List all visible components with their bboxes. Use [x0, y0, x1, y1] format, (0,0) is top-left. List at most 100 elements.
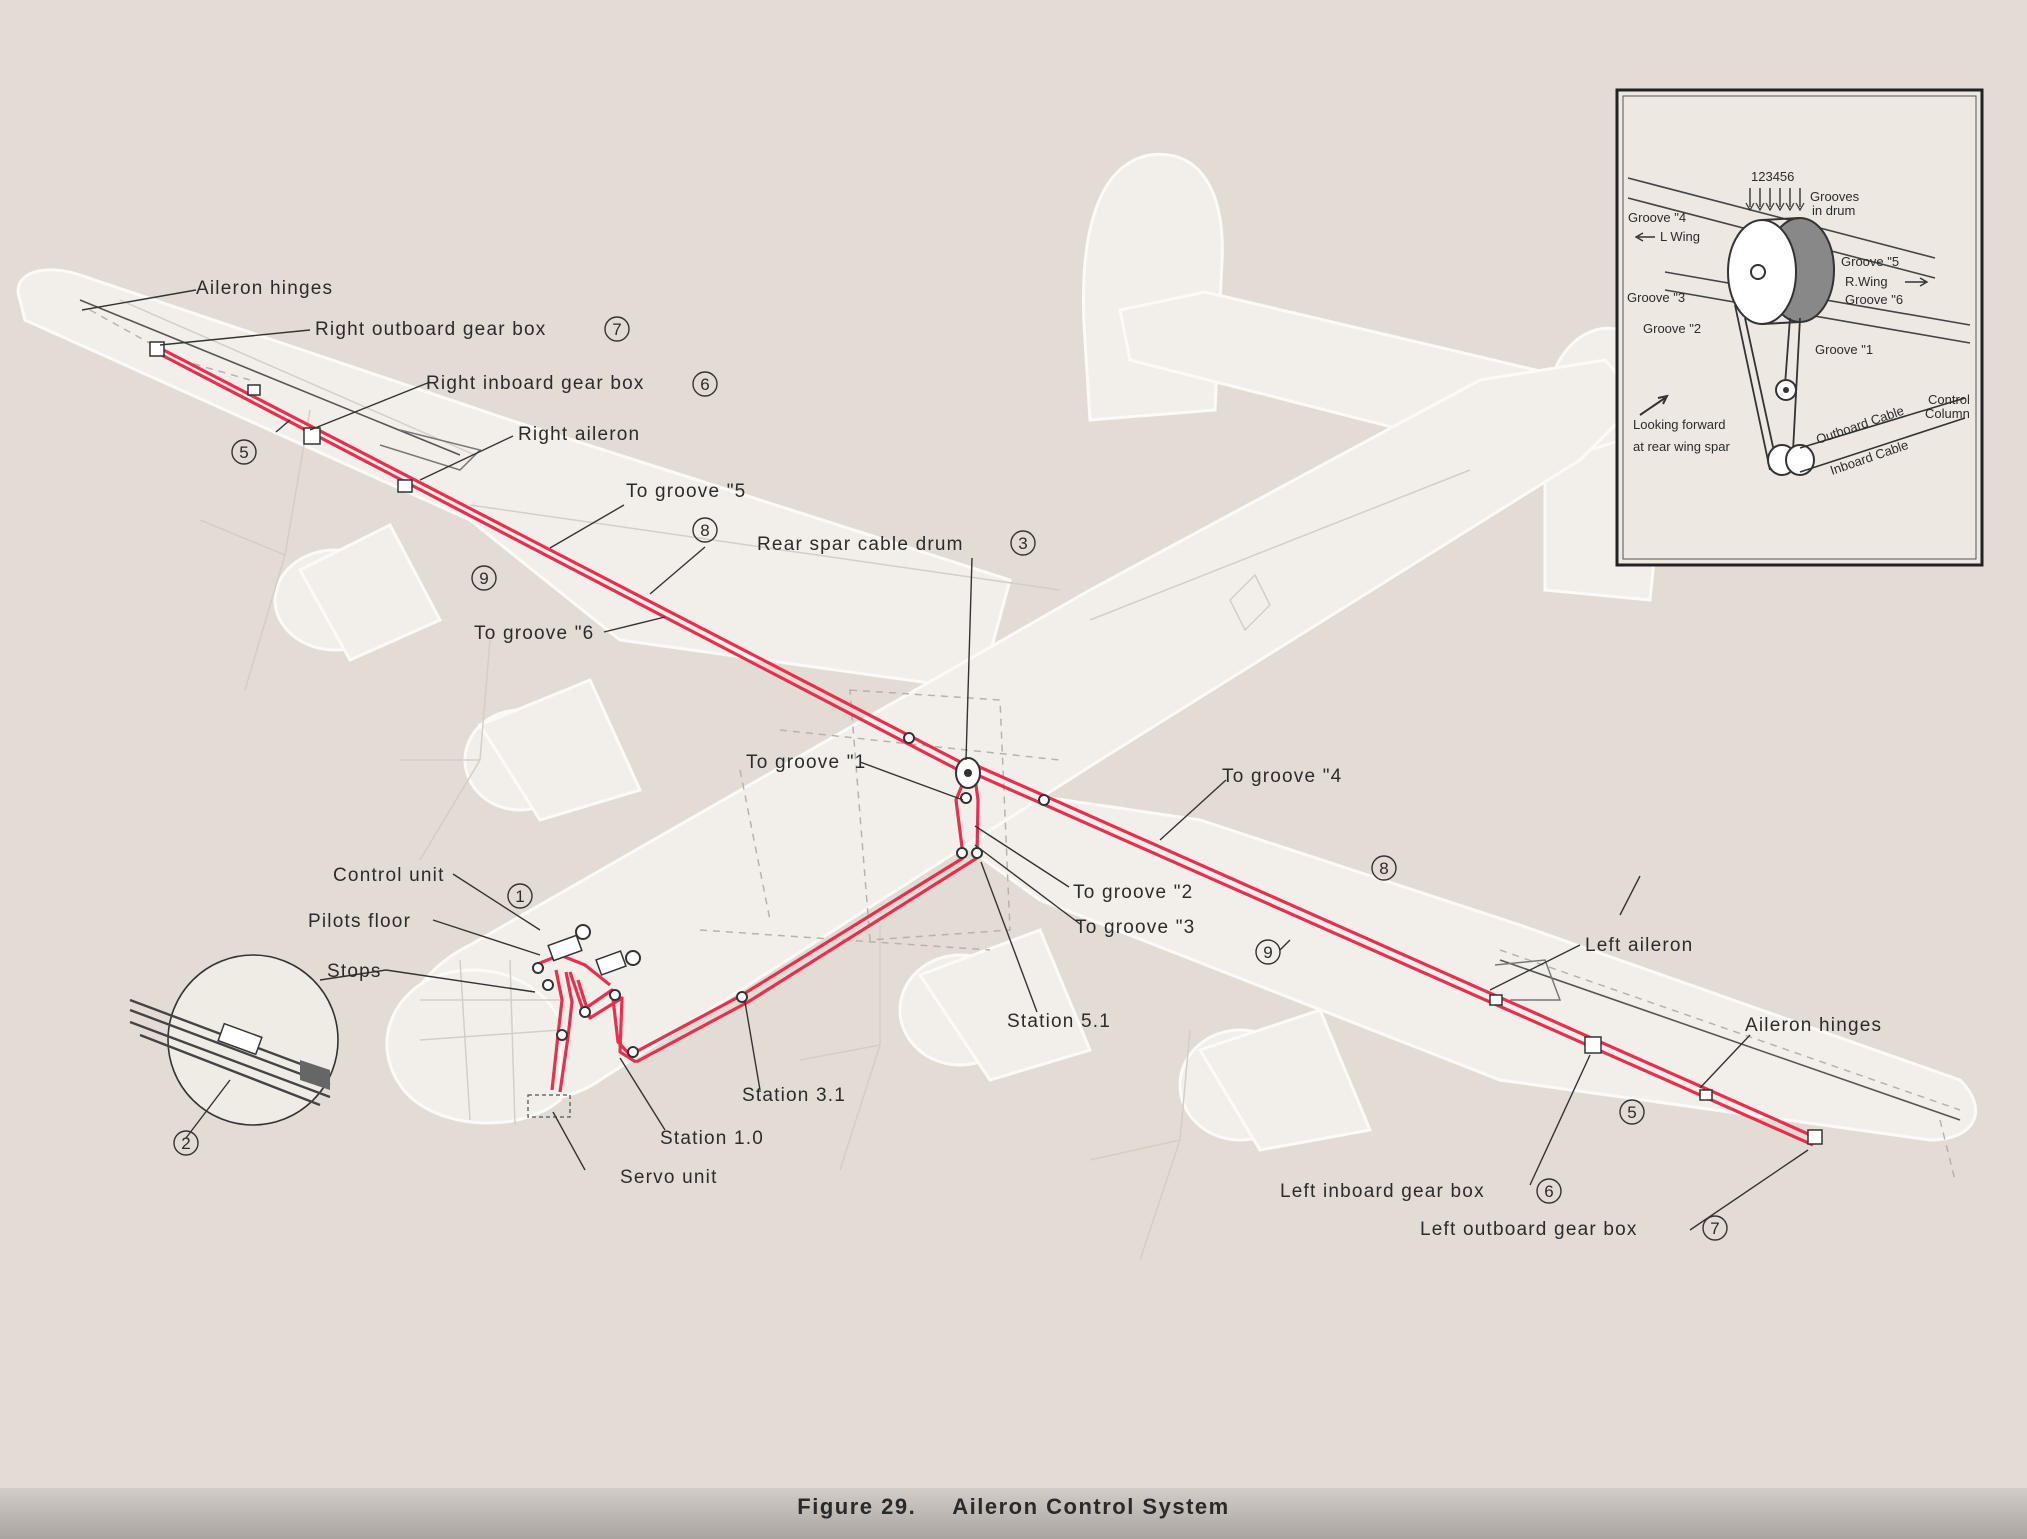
- pulley: [736, 991, 748, 1003]
- label-right-inboard-gear-box: Right inboard gear box: [426, 373, 645, 394]
- svg-text:5: 5: [1627, 1103, 1636, 1122]
- cable-left-wing-upper: [974, 763, 1816, 1139]
- label-to-groove-1: To groove "1: [746, 752, 866, 773]
- inset-groove-6: Groove "6: [1845, 292, 1903, 307]
- inset-groove-5: Groove "5: [1841, 254, 1899, 269]
- inset-groove-4: Groove "4: [1628, 210, 1686, 225]
- inset-looking-forward-1: Looking forward: [1633, 417, 1726, 432]
- pulley: [903, 732, 915, 744]
- pulley: [532, 962, 544, 974]
- callout-6-right: 6: [692, 371, 718, 397]
- inset-groove-1: Groove "1: [1815, 342, 1873, 357]
- stops-detail: [129, 954, 339, 1126]
- control-unit-box: [595, 950, 627, 976]
- callout-9-right: 9: [471, 565, 497, 591]
- inset-grooves-in-drum-1: Grooves: [1810, 189, 1860, 204]
- svg-text:9: 9: [479, 569, 488, 588]
- drum-inset: 123456 Grooves in drum Groove "4 L Wing …: [1615, 88, 1984, 567]
- callout-8-right: 8: [692, 517, 718, 543]
- cable-fuselage-run-b: [635, 856, 978, 1064]
- label-aileron-hinges-left: Aileron hinges: [1745, 1015, 1882, 1036]
- callout-1: 1: [507, 883, 533, 909]
- pulley: [625, 950, 641, 966]
- right-outboard-gear-box-mark: [149, 341, 165, 357]
- callout-5-left: 5: [1619, 1099, 1645, 1125]
- callout-3: 3: [1010, 530, 1036, 556]
- label-left-aileron: Left aileron: [1585, 935, 1693, 956]
- pulley: [960, 792, 972, 804]
- callout-9-left: 9: [1255, 939, 1281, 965]
- svg-text:8: 8: [700, 521, 709, 540]
- label-servo-unit: Servo unit: [620, 1167, 718, 1188]
- caption-bar: [0, 1488, 2027, 1539]
- inset-r-wing: R.Wing: [1845, 274, 1888, 289]
- svg-text:9: 9: [1263, 943, 1272, 962]
- label-to-groove-4: To groove "4: [1222, 766, 1342, 787]
- pulley: [542, 979, 554, 991]
- inset-groove-2: Groove "2: [1643, 321, 1701, 336]
- cable-system: [149, 341, 1816, 1147]
- left-inboard-gear-box-mark: [1584, 1036, 1602, 1054]
- svg-text:3: 3: [1018, 534, 1027, 553]
- cable-servo-a: [550, 969, 564, 1091]
- cable-control-unit: [534, 953, 611, 987]
- pulley: [1038, 794, 1050, 806]
- label-right-outboard-gear-box: Right outboard gear box: [315, 319, 546, 340]
- callouts: 7 6 5 8 9 3 1 2: [173, 316, 1728, 1241]
- right-inboard-gear-box-mark: [303, 427, 321, 445]
- label-left-inboard-gear-box: Left inboard gear box: [1280, 1181, 1485, 1202]
- label-rear-spar-cable-drum: Rear spar cable drum: [757, 534, 964, 555]
- inset-looking-forward-2: at rear wing spar: [1633, 439, 1730, 454]
- label-station-31: Station 3.1: [742, 1085, 846, 1106]
- pulley: [627, 1046, 639, 1058]
- inset-l-wing: L Wing: [1660, 229, 1700, 244]
- label-to-groove-5: To groove "5: [626, 481, 746, 502]
- label-to-groove-2: To groove "2: [1073, 882, 1193, 903]
- aileron-hinge-mark: [1489, 994, 1503, 1006]
- cable-servo-b: [558, 971, 574, 1093]
- callout-8-left: 8: [1371, 855, 1397, 881]
- airframe-ghost: [16, 152, 1978, 1261]
- control-unit-box: [547, 934, 583, 962]
- svg-text:7: 7: [612, 320, 621, 339]
- label-left-outboard-gear-box: Left outboard gear box: [1420, 1219, 1638, 1240]
- callout-7-left: 7: [1702, 1215, 1728, 1241]
- inset-grooves-numbers: 123456: [1751, 169, 1794, 184]
- label-to-groove-3: To groove "3: [1075, 917, 1195, 938]
- servo-unit-box: [527, 1094, 571, 1118]
- pulley: [971, 847, 983, 859]
- label-right-aileron: Right aileron: [518, 424, 640, 445]
- callout-5-right: 5: [231, 439, 257, 465]
- label-to-groove-6: To groove "6: [474, 623, 594, 644]
- pulley: [956, 847, 968, 859]
- leader-lines: [81, 289, 1809, 1231]
- svg-text:1: 1: [515, 887, 524, 906]
- figure-title: Aileron Control System: [952, 1494, 1230, 1519]
- pulley: [609, 989, 621, 1001]
- callout-7-right: 7: [604, 316, 630, 342]
- label-control-unit: Control unit: [333, 865, 445, 886]
- aileron-hinge-mark: [1699, 1089, 1713, 1101]
- svg-text:7: 7: [1710, 1219, 1719, 1238]
- svg-text:5: 5: [239, 443, 248, 462]
- label-station-10: Station 1.0: [660, 1128, 764, 1149]
- pulley: [556, 1029, 568, 1041]
- svg-text:6: 6: [1544, 1182, 1553, 1201]
- svg-text:8: 8: [1379, 859, 1388, 878]
- pulley: [575, 924, 591, 940]
- left-outboard-gear-box-mark: [1807, 1129, 1823, 1145]
- cable-right-wing-upper: [149, 341, 969, 768]
- inset-control-column-2: Column: [1925, 406, 1970, 421]
- labels: Aileron hinges Right outboard gear box R…: [196, 278, 1882, 1240]
- inset-groove-3: Groove "3: [1627, 290, 1685, 305]
- cable-cockpit-b: [576, 979, 637, 1064]
- hardware: [149, 341, 1823, 1145]
- figure-caption: Figure 29.Aileron Control System: [0, 1494, 2027, 1520]
- callout-6-left: 6: [1536, 1178, 1562, 1204]
- pulley: [579, 1006, 591, 1018]
- inset-grooves-in-drum-2: in drum: [1812, 203, 1855, 218]
- svg-text:2: 2: [181, 1134, 190, 1153]
- cable-right-wing-lower: [153, 349, 967, 776]
- aileron-hinge-mark: [397, 479, 413, 493]
